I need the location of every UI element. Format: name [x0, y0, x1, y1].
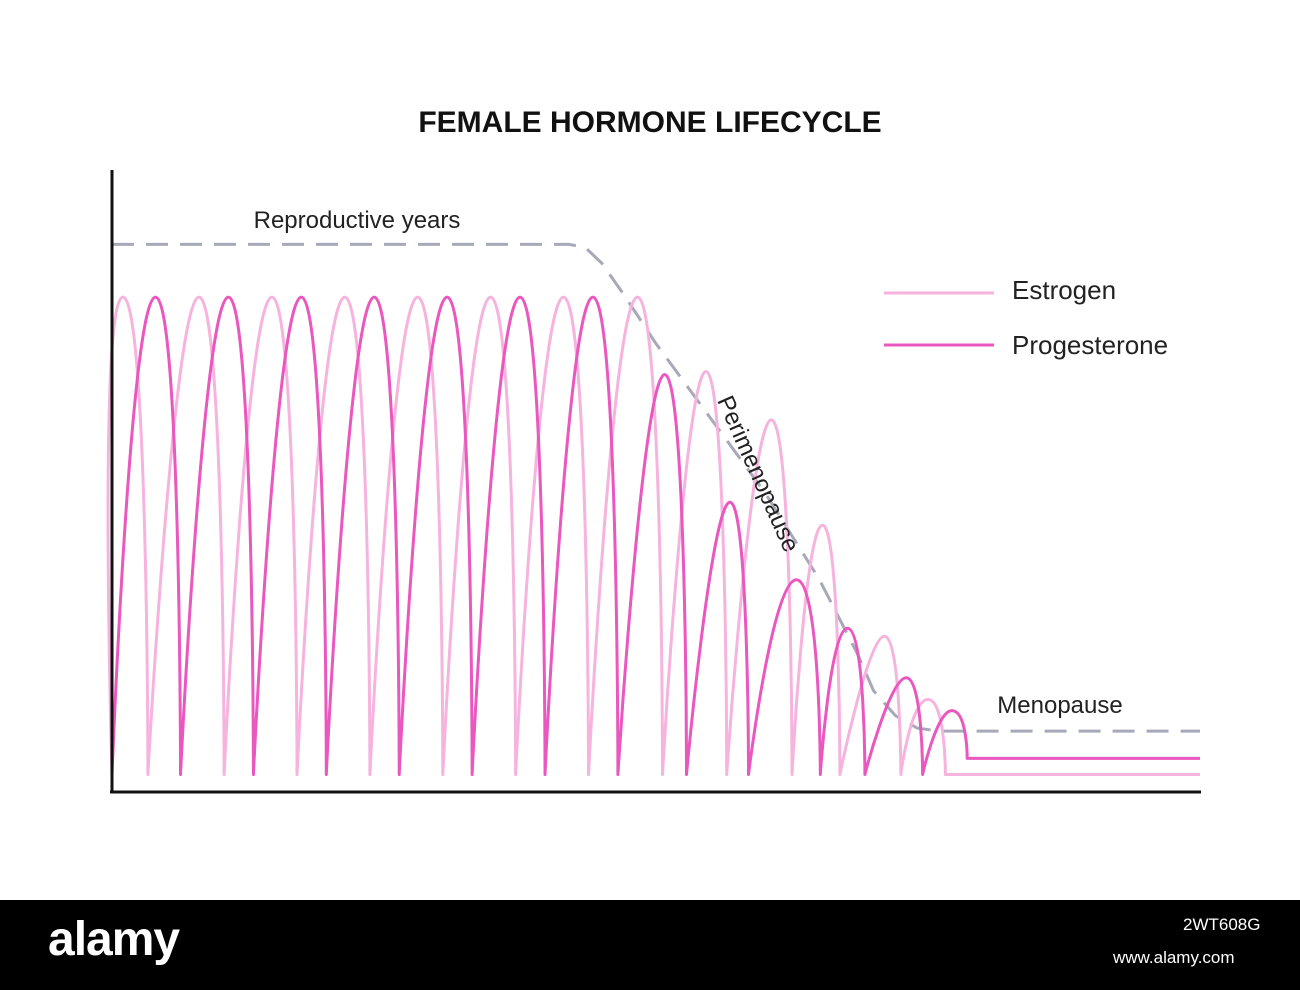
legend-label-estrogen: Estrogen [1012, 275, 1116, 305]
perimenopause-label: Perimenopause [711, 392, 804, 557]
envelope-line [112, 242, 1200, 733]
reproductive-years-label: Reproductive years [254, 207, 461, 234]
chart: FEMALE HORMONE LIFECYCLE Reproductive ye… [106, 106, 1201, 794]
series-line-estrogen [106, 295, 1200, 776]
legend-label-progesterone: Progesterone [1012, 330, 1168, 360]
menopause-label: Menopause [997, 692, 1122, 719]
plot-area [106, 170, 1201, 794]
series-layer [106, 295, 1200, 776]
image-id: 2WT608G [1183, 915, 1261, 934]
series-line-progesterone [110, 295, 1200, 776]
footer-url: www.alamy.com [1113, 948, 1235, 967]
legend: Estrogen Progesterone [884, 275, 1168, 360]
chart-title: FEMALE HORMONE LIFECYCLE [418, 106, 881, 139]
alamy-logo: alamy [48, 913, 180, 966]
footer-bar: alamy 2WT608G www.alamy.com [0, 900, 1300, 990]
